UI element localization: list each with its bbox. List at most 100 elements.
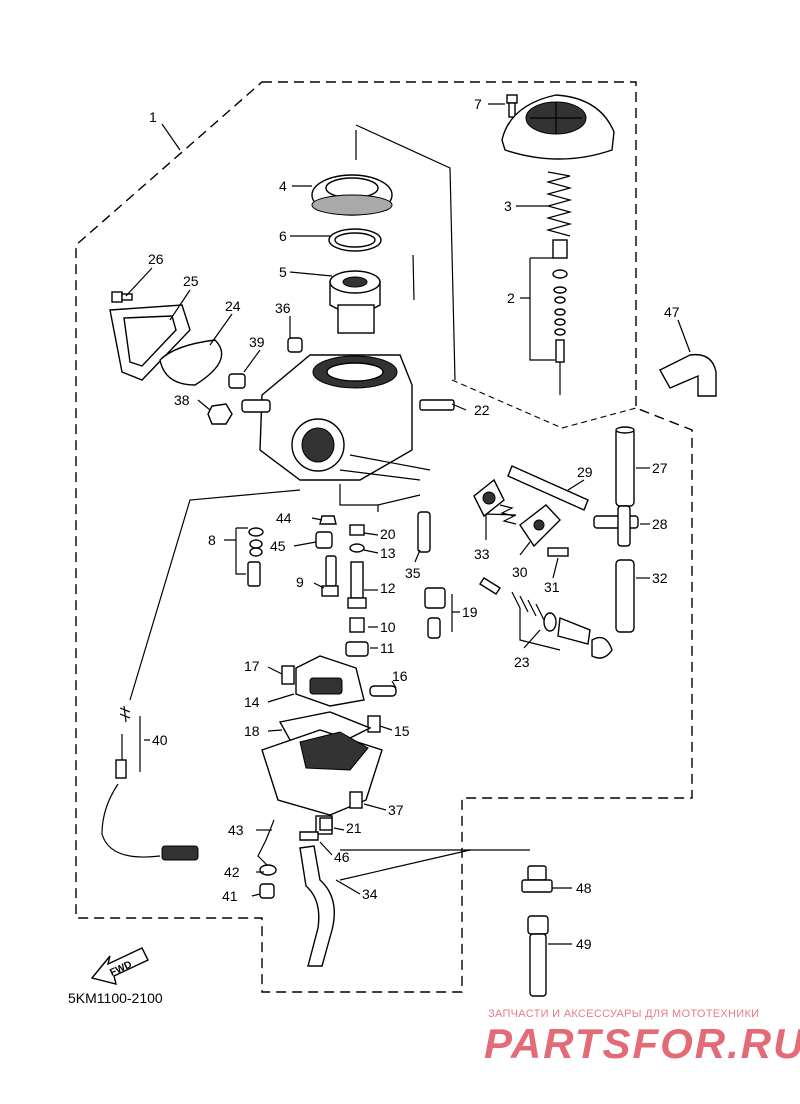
bolt-41 (259, 883, 275, 899)
tee-28 (593, 505, 639, 547)
callout-33: 33 (474, 546, 490, 562)
callout-40: 40 (152, 732, 168, 748)
screw-15 (367, 715, 381, 733)
callout-14: 14 (244, 694, 260, 710)
pipe-29 (507, 465, 589, 511)
callout-20: 20 (380, 526, 396, 542)
callout-18: 18 (244, 723, 260, 739)
callout-42: 42 (224, 864, 240, 880)
callout-7: 7 (474, 96, 482, 112)
plate-33 (473, 478, 505, 518)
callout-13: 13 (380, 545, 396, 561)
callout-46: 46 (334, 849, 350, 865)
callout-32: 32 (652, 570, 668, 586)
callout-30: 30 (512, 564, 528, 580)
screw-37 (349, 791, 363, 809)
callout-38: 38 (174, 392, 190, 408)
screw-31 (547, 547, 569, 557)
callout-48: 48 (576, 880, 592, 896)
screw-17 (281, 665, 295, 685)
leader-lines (125, 103, 691, 945)
callout-12: 12 (380, 580, 396, 596)
callout-31: 31 (544, 579, 560, 595)
tube-27 (615, 426, 635, 507)
pin-16 (369, 685, 397, 697)
callout-27: 27 (652, 460, 668, 476)
callout-41: 41 (222, 888, 238, 904)
hose-48 (521, 865, 553, 893)
assembly-boundary (75, 81, 693, 993)
callout-25: 25 (183, 273, 199, 289)
cable-40 (101, 705, 199, 861)
callout-49: 49 (576, 936, 592, 952)
callouts: 1 7 3 2 4 6 5 26 25 24 36 39 38 22 47 29… (148, 96, 680, 952)
float-14 (295, 655, 365, 707)
inner-boundary (451, 379, 637, 429)
piston-valve (329, 270, 381, 334)
callout-28: 28 (652, 516, 668, 532)
callout-3: 3 (504, 198, 512, 214)
fitting-39 (228, 373, 246, 389)
part-35 (417, 511, 431, 553)
jet-45 (315, 531, 333, 549)
cover-screw (111, 291, 133, 303)
drain-21 (319, 817, 333, 831)
nut-38 (207, 403, 233, 425)
callout-37: 37 (388, 802, 404, 818)
reference-code: 5KM1100-2100 (68, 990, 163, 1006)
fwd-arrow: FWD (90, 947, 149, 985)
callout-34: 34 (362, 886, 378, 902)
callout-8: 8 (208, 532, 216, 548)
callout-43: 43 (228, 822, 244, 838)
jet-9 (321, 555, 339, 597)
callout-23: 23 (514, 654, 530, 670)
watermark-tagline: ЗАПЧАСТИ И АКСЕССУАРЫ ДЛЯ МОТОТЕХНИКИ (488, 1008, 760, 1020)
cap-screw (506, 94, 518, 118)
callout-16: 16 (392, 668, 408, 684)
callout-17: 17 (244, 658, 260, 674)
jet-needle-set (552, 239, 568, 395)
clip-46 (299, 831, 319, 841)
callout-35: 35 (405, 565, 421, 581)
callout-10: 10 (380, 619, 396, 635)
needle-set-23 (479, 577, 613, 659)
callout-29: 29 (577, 464, 593, 480)
callout-1: 1 (149, 109, 157, 125)
jet-8 (247, 527, 264, 587)
hose-49 (527, 915, 549, 997)
hose-47 (659, 353, 717, 397)
main-jet-stack (345, 524, 369, 657)
cap-36 (287, 337, 303, 353)
callout-22: 22 (474, 402, 490, 418)
callout-9: 9 (296, 574, 304, 590)
gasket (159, 339, 223, 386)
top-cover (501, 94, 615, 160)
callout-19: 19 (462, 604, 478, 620)
spring (545, 171, 573, 237)
drain-hose-34 (299, 845, 335, 967)
callout-44: 44 (276, 510, 292, 526)
cover-30 (519, 504, 561, 548)
washer-42 (259, 864, 277, 876)
callout-6: 6 (279, 228, 287, 244)
carburetor-body (241, 354, 455, 481)
callout-4: 4 (279, 178, 287, 194)
tube-32 (615, 559, 635, 633)
callout-47: 47 (664, 304, 680, 320)
diaphragm (311, 174, 393, 216)
callout-11: 11 (380, 640, 395, 656)
jet-44 (319, 515, 337, 525)
callout-2: 2 (507, 290, 515, 306)
callout-26: 26 (148, 251, 164, 267)
callout-45: 45 (270, 538, 286, 554)
callout-15: 15 (394, 723, 410, 739)
callout-5: 5 (279, 264, 287, 280)
float-valve-19 (424, 587, 446, 639)
callout-36: 36 (275, 300, 291, 316)
watermark-logo: PARTSFOR.RU (484, 1020, 800, 1067)
callout-39: 39 (249, 334, 265, 350)
o-ring (328, 228, 382, 252)
callout-24: 24 (225, 298, 241, 314)
callout-21: 21 (346, 820, 362, 836)
